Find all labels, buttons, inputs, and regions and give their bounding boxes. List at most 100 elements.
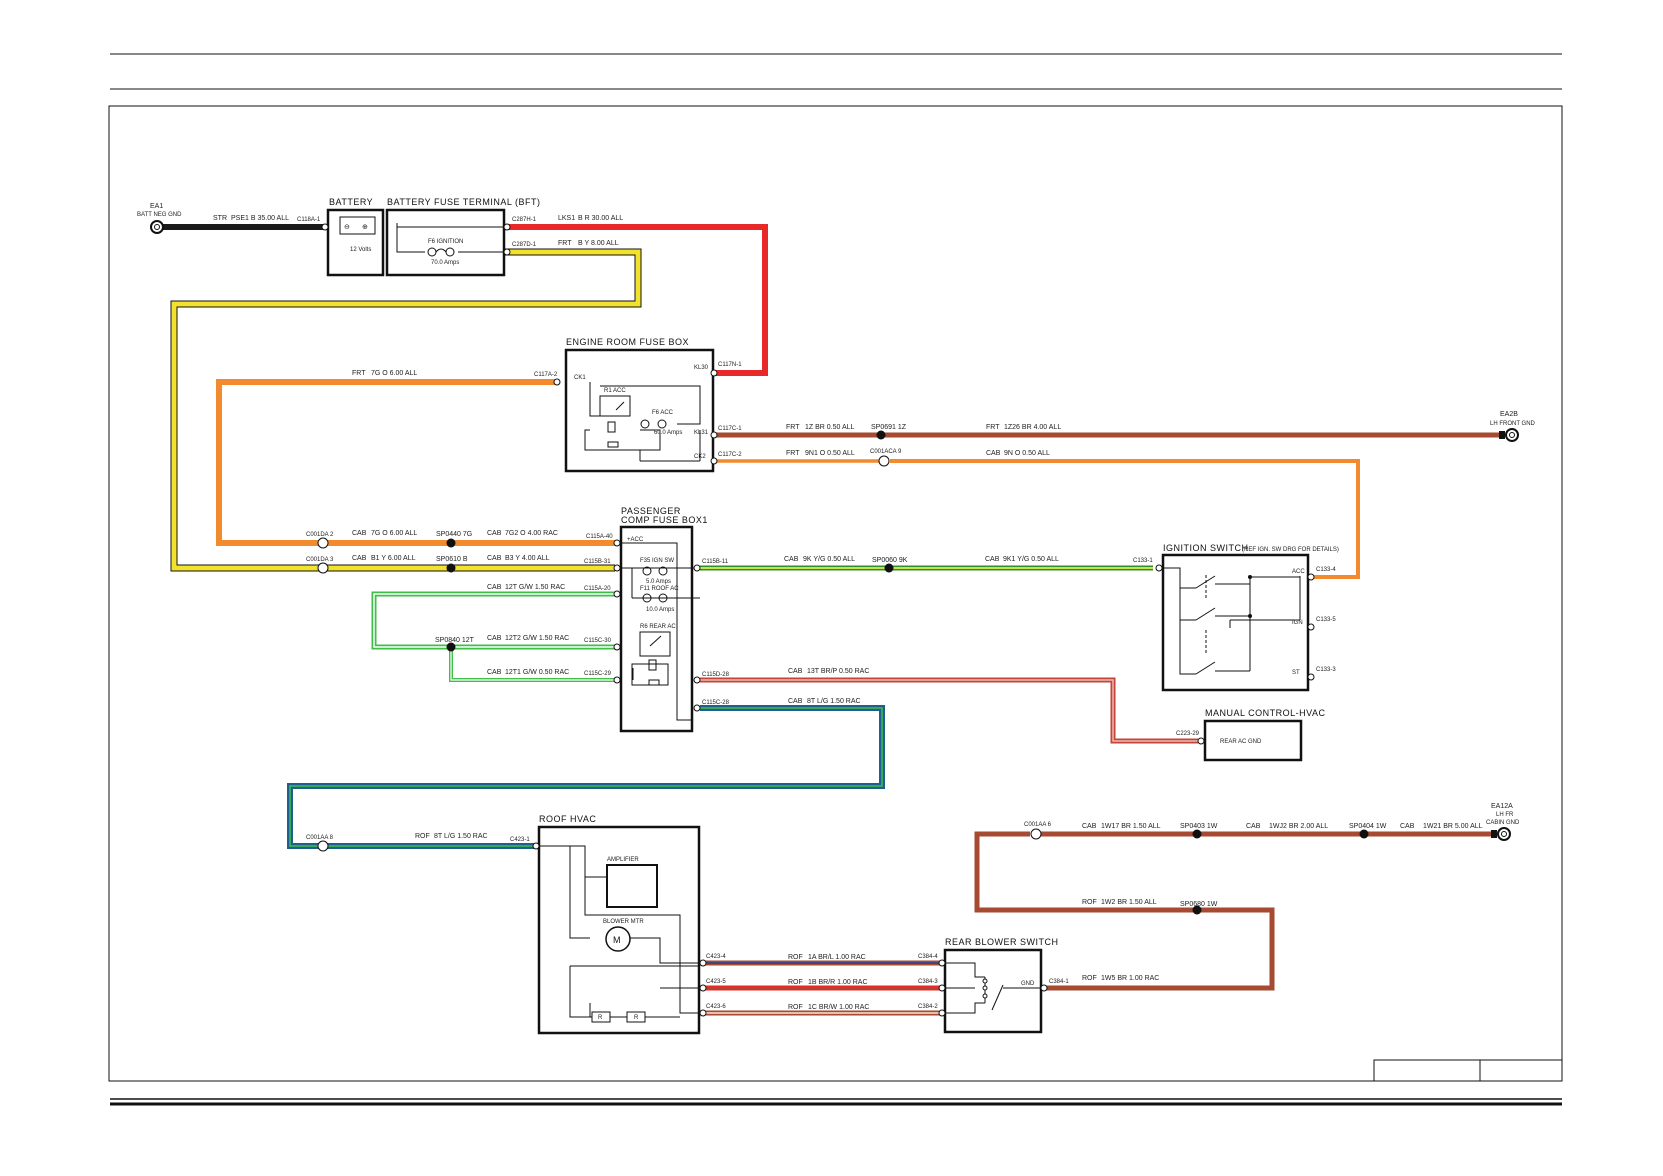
svg-text:C384-3: C384-3	[918, 979, 938, 985]
svg-text:70.0 Amps: 70.0 Amps	[431, 260, 459, 266]
svg-text:C117C-1: C117C-1	[718, 426, 742, 432]
wire-gw-12t-stripe	[373, 593, 615, 648]
svg-text:12 Volts: 12 Volts	[350, 247, 371, 253]
svg-text:10.0 Amps: 10.0 Amps	[646, 607, 674, 613]
svg-text:FRT: FRT	[558, 240, 572, 247]
svg-text:C423-6: C423-6	[706, 1004, 726, 1010]
diagram-frame	[108, 105, 1563, 1082]
svg-text:SP0840 12T: SP0840 12T	[435, 637, 475, 644]
svg-text:F6 ACC: F6 ACC	[652, 410, 674, 416]
svg-text:9N1 O 0.50 ALL: 9N1 O 0.50 ALL	[805, 450, 855, 457]
svg-text:C223-29: C223-29	[1176, 731, 1200, 737]
wire-gw-12t1-stripe	[450, 647, 615, 681]
svg-text:1C BR/W 1.00 RAC: 1C BR/W 1.00 RAC	[808, 1004, 869, 1011]
svg-text:ROF: ROF	[415, 833, 430, 840]
ground-ea2b: EA2B LH FRONT GND	[1490, 411, 1536, 442]
svg-text:CAB: CAB	[487, 584, 502, 591]
svg-text:BATTERY FUSE TERMINAL (BFT): BATTERY FUSE TERMINAL (BFT)	[387, 197, 541, 207]
svg-text:C117C-2: C117C-2	[718, 452, 742, 458]
svg-text:SP0680 1W: SP0680 1W	[1180, 901, 1218, 908]
svg-text:1B BR/R 1.00 RAC: 1B BR/R 1.00 RAC	[808, 979, 868, 986]
svg-text:SP0691 1Z: SP0691 1Z	[871, 424, 907, 431]
svg-text:C133-5: C133-5	[1316, 617, 1336, 623]
svg-text:LH FRONT GND: LH FRONT GND	[1490, 421, 1536, 427]
svg-text:C423-1: C423-1	[510, 837, 530, 843]
svg-text:CAB: CAB	[986, 450, 1001, 457]
svg-text:13T BR/P 0.50 RAC: 13T BR/P 0.50 RAC	[807, 668, 869, 675]
svg-text:CAB: CAB	[1082, 823, 1097, 830]
wire-yellow-bft-fill	[171, 249, 641, 571]
svg-text:CAB: CAB	[352, 555, 367, 562]
svg-text:C115A-40: C115A-40	[586, 534, 613, 540]
svg-text:1W5 BR 1.00 RAC: 1W5 BR 1.00 RAC	[1101, 975, 1159, 982]
svg-text:FRT: FRT	[986, 424, 1000, 431]
svg-text:B Y 8.00 ALL: B Y 8.00 ALL	[578, 240, 619, 247]
svg-text:COMP FUSE BOX1: COMP FUSE BOX1	[621, 515, 708, 525]
svg-text:B1 Y 6.00 ALL: B1 Y 6.00 ALL	[371, 555, 416, 562]
svg-text:C384-4: C384-4	[918, 954, 938, 960]
svg-text:PSE1 B 35.00 ALL: PSE1 B 35.00 ALL	[231, 215, 289, 222]
svg-text:ACC: ACC	[1292, 569, 1305, 575]
svg-text:C001AA 8: C001AA 8	[306, 835, 334, 841]
svg-text:CAB: CAB	[487, 555, 502, 562]
svg-text:ROF: ROF	[1082, 899, 1097, 906]
wire-br-1w-loop	[974, 831, 1275, 991]
svg-text:1W2 BR 1.50 ALL: 1W2 BR 1.50 ALL	[1101, 899, 1157, 906]
svg-text:FRT: FRT	[786, 424, 800, 431]
svg-text:9K1 Y/G 0.50 ALL: 9K1 Y/G 0.50 ALL	[1003, 556, 1059, 563]
svg-text:1WJ2 BR 2.00 ALL: 1WJ2 BR 2.00 ALL	[1269, 823, 1328, 830]
svg-text:KL31: KL31	[694, 430, 709, 436]
wire-red-kl30	[505, 224, 768, 376]
svg-text:EA2B: EA2B	[1500, 411, 1518, 418]
svg-text:CAB: CAB	[788, 668, 803, 675]
svg-text:R1 ACC: R1 ACC	[604, 388, 626, 394]
svg-text:C287D-1: C287D-1	[512, 242, 537, 248]
svg-text:F6 IGNITION: F6 IGNITION	[428, 239, 463, 245]
svg-text:STR: STR	[213, 215, 227, 222]
wire-orange-9n	[890, 459, 1360, 579]
svg-text:CAB: CAB	[788, 698, 803, 705]
svg-text:CAB: CAB	[487, 530, 502, 537]
wire-orange-7g	[216, 379, 558, 546]
svg-text:CK1: CK1	[574, 375, 586, 381]
svg-text:CAB: CAB	[487, 669, 502, 676]
svg-text:C115B-11: C115B-11	[702, 559, 729, 565]
svg-text:CABIN GND: CABIN GND	[1486, 820, 1520, 826]
svg-text:9K Y/G 0.50 ALL: 9K Y/G 0.50 ALL	[803, 556, 855, 563]
svg-text:CK2: CK2	[694, 454, 706, 460]
svg-text:(REF IGN. SW DRG FOR DETAILS): (REF IGN. SW DRG FOR DETAILS)	[1242, 547, 1339, 553]
svg-text:C115C-30: C115C-30	[584, 638, 612, 644]
svg-text:SP0060 9K: SP0060 9K	[872, 557, 908, 564]
svg-text:5.0 Amps: 5.0 Amps	[646, 579, 671, 585]
svg-text:⊕: ⊕	[362, 224, 368, 231]
svg-text:C001DA 3: C001DA 3	[306, 557, 334, 563]
svg-text:SP0440 7G: SP0440 7G	[436, 531, 472, 538]
svg-text:ROF: ROF	[788, 1004, 803, 1011]
svg-text:⊖: ⊖	[344, 224, 350, 231]
svg-text:C384-2: C384-2	[918, 1004, 938, 1010]
svg-text:REAR BLOWER SWITCH: REAR BLOWER SWITCH	[945, 937, 1059, 947]
svg-text:C001AA 6: C001AA 6	[1024, 822, 1052, 828]
svg-text:CAB: CAB	[985, 556, 1000, 563]
svg-text:PASSENGER: PASSENGER	[621, 506, 681, 516]
title-block	[1373, 1059, 1563, 1082]
svg-text:ROF: ROF	[788, 954, 803, 961]
svg-text:M: M	[613, 935, 621, 945]
svg-text:B3 Y 4.00 ALL: B3 Y 4.00 ALL	[505, 555, 550, 562]
svg-text:12T G/W 1.50 RAC: 12T G/W 1.50 RAC	[505, 584, 565, 591]
svg-text:C133-3: C133-3	[1316, 667, 1336, 673]
ground-ea1: EA1 BATT NEG GND	[137, 203, 182, 234]
svg-text:ROOF HVAC: ROOF HVAC	[539, 814, 596, 824]
svg-text:SP0404 1W: SP0404 1W	[1349, 823, 1387, 830]
svg-text:CAB: CAB	[487, 635, 502, 642]
manual-control-hvac: MANUAL CONTROL-HVAC REAR AC GND	[1203, 708, 1325, 762]
svg-text:9N O 0.50 ALL: 9N O 0.50 ALL	[1004, 450, 1050, 457]
svg-text:C423-5: C423-5	[706, 979, 726, 985]
svg-text:C133-1: C133-1	[1133, 558, 1153, 564]
svg-text:7G O 6.00 ALL: 7G O 6.00 ALL	[371, 530, 417, 537]
svg-text:R: R	[598, 1015, 603, 1021]
svg-text:EA12A: EA12A	[1491, 803, 1513, 810]
connector-sockets	[317, 223, 1315, 1017]
svg-text:F35 IGN SW: F35 IGN SW	[640, 558, 674, 564]
svg-text:BLOWER MTR: BLOWER MTR	[603, 919, 644, 925]
